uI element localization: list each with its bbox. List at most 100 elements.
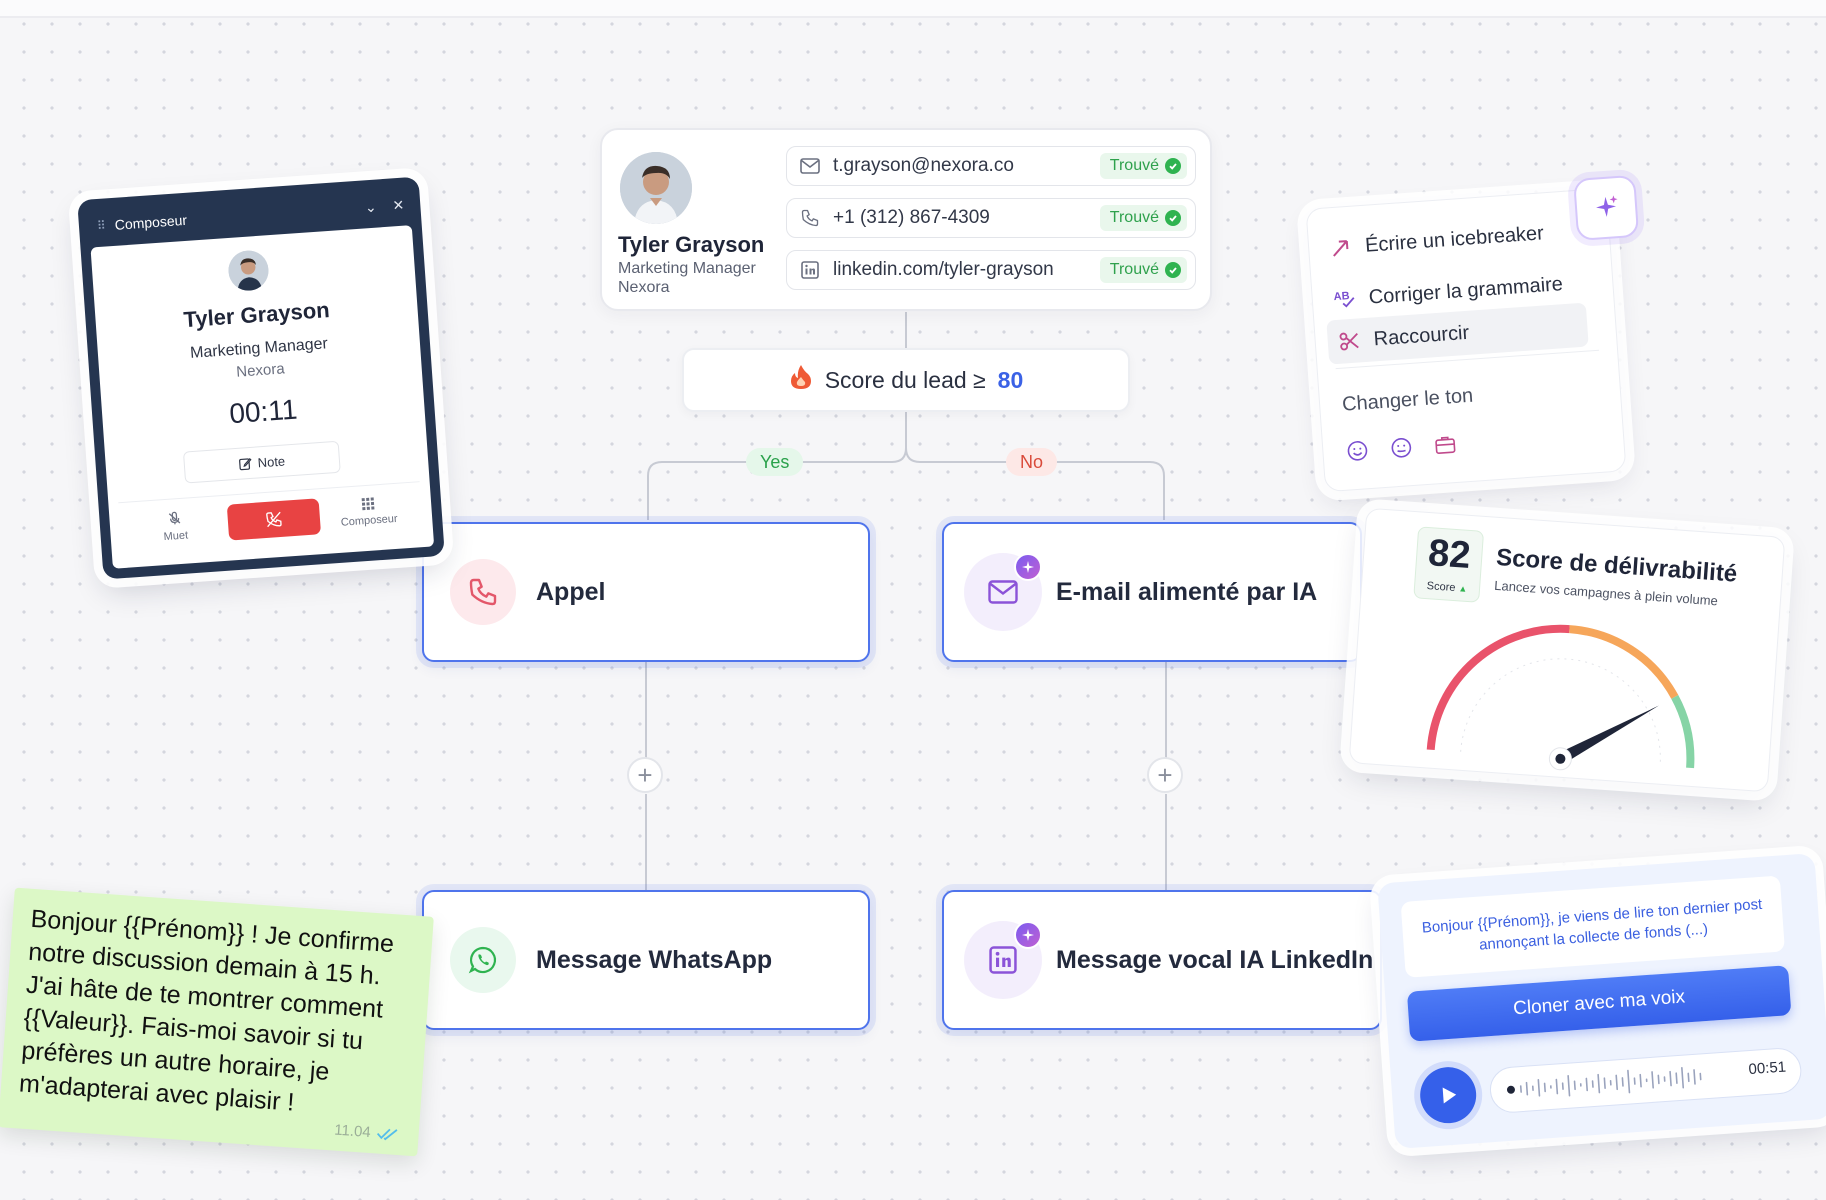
contact-avatar: [620, 152, 692, 224]
ai-writing-menu: Écrire un icebreaker AB Corriger la gram…: [1305, 174, 1640, 493]
ai-sparkle-icon: [1014, 553, 1042, 581]
add-step-button[interactable]: +: [1147, 757, 1183, 793]
email-icon-wrap: [970, 553, 1042, 625]
whatsapp-message-bubble: Bonjour {{Prénom}} ! Je confirme notre d…: [0, 887, 434, 1157]
menu-item-icebreaker[interactable]: Écrire un icebreaker: [1328, 221, 1544, 260]
change-tone-label: Changer le ton: [1341, 384, 1474, 416]
mail-icon: [988, 580, 1018, 604]
double-check-icon: [376, 1128, 398, 1140]
edit-icon: [238, 457, 252, 470]
check-icon: [1165, 210, 1181, 226]
keypad-icon: [361, 497, 375, 511]
step-ai-email[interactable]: E-mail alimenté par IA: [942, 522, 1362, 662]
gauge-arc-mid: [1569, 625, 1679, 699]
no-branch-label: No: [1006, 448, 1058, 476]
phone-icon: [799, 207, 821, 229]
message-meta: 11.04: [334, 1122, 399, 1143]
found-label: Trouvé: [1109, 261, 1159, 278]
chevron-down-icon[interactable]: ⌄: [364, 198, 378, 215]
note-label: Note: [257, 453, 286, 470]
svg-text:AB: AB: [1333, 290, 1350, 303]
write-icon: [1333, 240, 1349, 257]
smile-icon[interactable]: [1345, 438, 1371, 464]
score-box: 82 Score ▲: [1413, 526, 1485, 603]
linkedin-row[interactable]: linkedin.com/tyler-grayson Trouvé: [786, 250, 1196, 290]
deliverability-score: 82: [1426, 532, 1472, 577]
mail-icon: [799, 155, 821, 177]
ai-magic-button[interactable]: [1573, 174, 1640, 241]
linkedin-icon: [799, 259, 821, 281]
step-linkedin-voice[interactable]: Message vocal IA LinkedIn: [942, 890, 1382, 1030]
menu-item-label: Raccourcir: [1372, 321, 1470, 350]
drag-handle-icon[interactable]: ⠿: [96, 218, 106, 234]
step-label: Appel: [536, 577, 606, 606]
mute-button[interactable]: Muet: [149, 507, 201, 544]
menu-item-label: Écrire un icebreaker: [1364, 221, 1545, 257]
gauge-needle: [1557, 705, 1659, 765]
yes-branch-label: Yes: [746, 448, 804, 476]
deliverability-gauge: [1426, 624, 1695, 771]
play-button[interactable]: [1418, 1065, 1479, 1126]
spellcheck-icon: AB: [1333, 290, 1355, 308]
tone-options: [1345, 432, 1458, 464]
contact-company: Nexora: [618, 279, 670, 296]
linkedin-icon-wrap: [970, 921, 1042, 993]
phone-row[interactable]: +1 (312) 867-4309 Trouvé: [786, 198, 1196, 238]
check-icon: [1165, 262, 1181, 278]
note-button[interactable]: Note: [182, 440, 341, 484]
found-label: Trouvé: [1109, 209, 1159, 226]
keypad-button[interactable]: Composeur: [331, 492, 407, 529]
gauge-arc-high: [1671, 695, 1695, 769]
briefcase-icon[interactable]: [1432, 432, 1458, 458]
close-icon[interactable]: ✕: [391, 196, 405, 213]
found-badge: Trouvé: [1099, 257, 1187, 283]
step-whatsapp[interactable]: Message WhatsApp: [422, 890, 870, 1030]
found-badge: Trouvé: [1099, 153, 1187, 179]
dialer-title: Composeur: [114, 211, 188, 233]
whatsapp-icon: [468, 946, 497, 974]
waveform-icon: [1506, 1067, 1702, 1097]
clone-voice-button[interactable]: Cloner avec ma voix: [1406, 965, 1792, 1042]
top-border: [0, 0, 1826, 18]
linkedin-icon: [989, 946, 1017, 974]
score-label-text: Score: [1426, 580, 1456, 595]
step-call[interactable]: Appel: [422, 522, 870, 662]
contact-role: Marketing Manager: [618, 260, 756, 277]
avatar: [227, 249, 270, 292]
contact-card: Tyler Grayson Marketing Manager Nexora t…: [600, 128, 1212, 311]
message-time: 11.04: [333, 1121, 372, 1142]
call-icon-wrap: [450, 559, 516, 625]
menu-item-grammar[interactable]: AB Corriger la grammaire: [1332, 272, 1564, 312]
lead-score-condition[interactable]: Score du lead ≥ 80: [682, 348, 1130, 412]
call-timer: 00:11: [228, 393, 299, 430]
audio-waveform[interactable]: 00:51: [1488, 1046, 1803, 1115]
score-label: Score ▲: [1415, 579, 1480, 595]
phone-value: +1 (312) 867-4309: [833, 207, 990, 228]
condition-label: Score du lead ≥: [824, 366, 986, 393]
email-row[interactable]: t.grayson@nexora.co Trouvé: [786, 146, 1196, 186]
menu-item-shorten[interactable]: Raccourcir: [1326, 302, 1589, 365]
voice-script-text: Bonjour {{Prénom}}, je viens de lire ton…: [1400, 875, 1785, 978]
play-icon: [1442, 1087, 1457, 1104]
fire-icon: [789, 364, 813, 396]
sparkles-icon: [1596, 195, 1618, 217]
neutral-face-icon[interactable]: [1389, 435, 1415, 461]
voice-clone-card: Bonjour {{Prénom}}, je viens de lire ton…: [1377, 853, 1826, 1149]
add-step-button[interactable]: +: [627, 757, 663, 793]
scissors-icon: [1339, 332, 1359, 351]
phone-icon: [469, 578, 497, 606]
check-icon: [1165, 158, 1181, 174]
ai-sparkle-icon: [1014, 921, 1042, 949]
phone-off-icon: [266, 511, 282, 528]
step-label: E-mail alimenté par IA: [1056, 577, 1318, 606]
mic-off-icon: [168, 511, 181, 525]
keypad-label: Composeur: [340, 512, 398, 529]
step-label: Message WhatsApp: [536, 945, 773, 974]
step-label: Message vocal IA LinkedIn: [1056, 945, 1374, 974]
whatsapp-icon-wrap: [450, 927, 516, 993]
hang-up-button[interactable]: [226, 498, 322, 541]
dialer-body: Tyler Grayson Marketing Manager Nexora 0…: [90, 225, 435, 569]
mute-label: Muet: [163, 529, 189, 544]
menu-item-label: Corriger la grammaire: [1368, 272, 1564, 309]
condition-value: 80: [997, 366, 1024, 393]
